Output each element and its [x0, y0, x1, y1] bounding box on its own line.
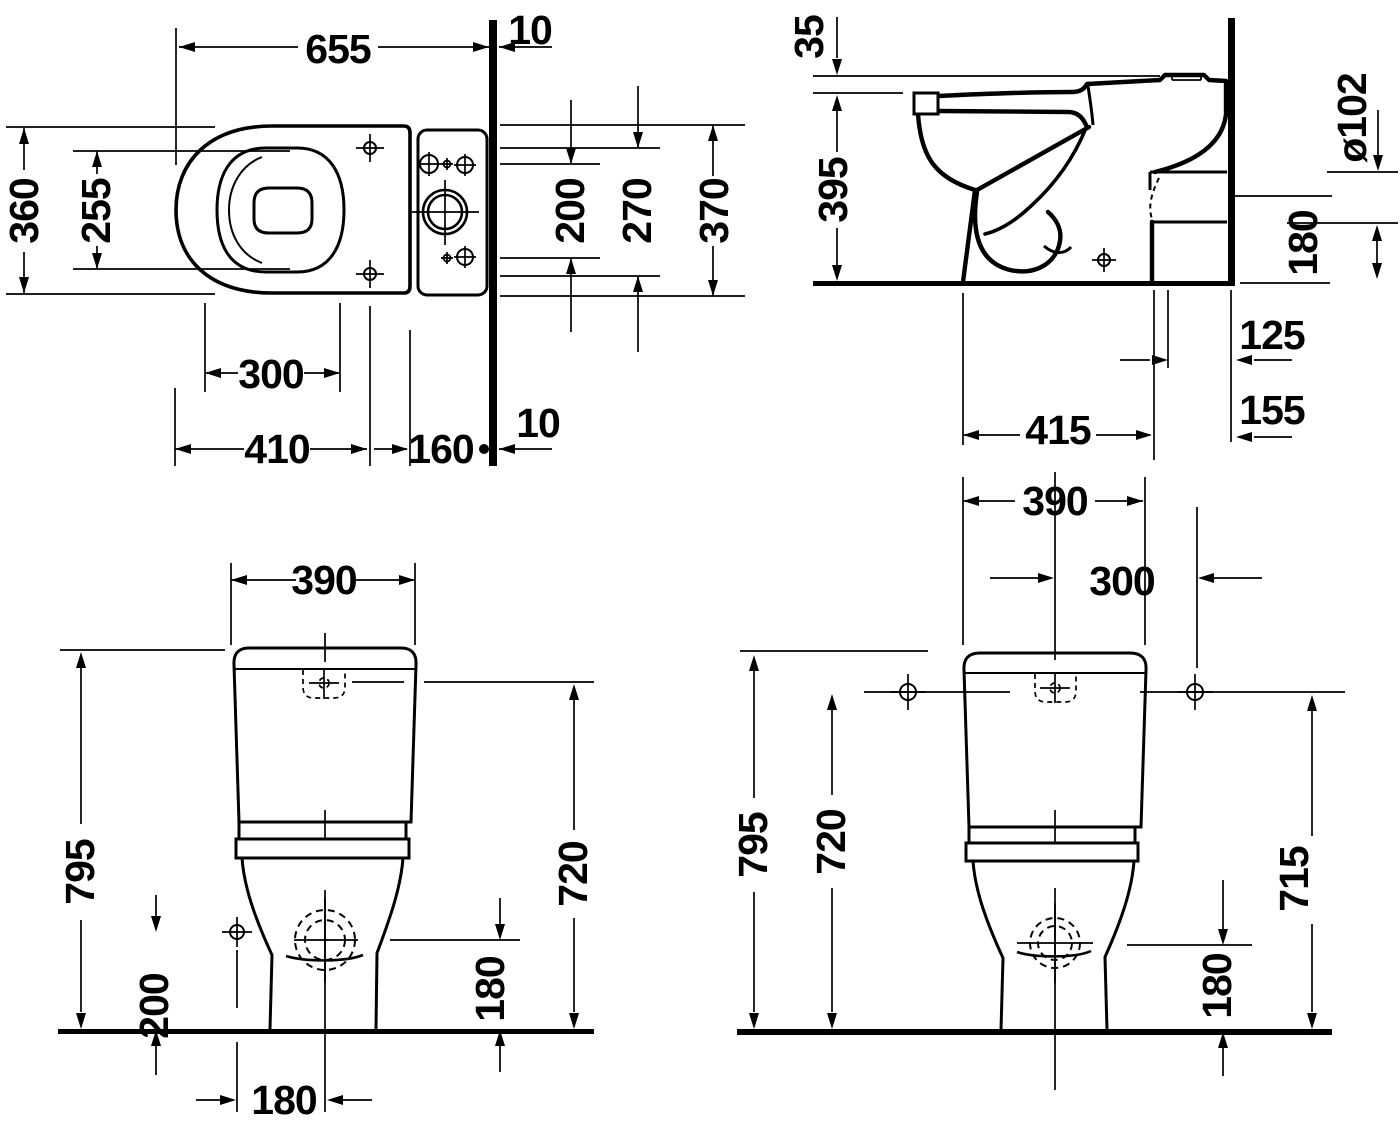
- side-trap-curl: [1043, 244, 1073, 254]
- dim-front-total-height: 795: [57, 839, 103, 905]
- front-flush-button-crosshair: [309, 668, 339, 699]
- front-outlet-crosshair: [294, 898, 358, 982]
- side-sump-curve: [972, 189, 1063, 274]
- side-floor: [813, 281, 1235, 286]
- rear-view: 390 300 795 720 715 180: [730, 472, 1345, 1090]
- rear-flush-button-crosshair: [1040, 673, 1070, 703]
- side-cistern-front-face: [1086, 85, 1095, 126]
- dim-front-outlet-centre-height: 180: [467, 956, 513, 1022]
- dim-side-offset-lower: 155: [1239, 387, 1305, 433]
- rear-floor: [737, 1029, 1332, 1035]
- front-side-fixing-crosshair: [222, 917, 252, 947]
- front-joint-band-lower: [234, 837, 411, 860]
- plan-dimension-lines: [6, 28, 745, 466]
- side-outlet-pipe: [1148, 170, 1227, 224]
- side-outlet-dashed-arc: [1149, 177, 1160, 220]
- dim-side-outlet-diameter: ø102: [1329, 73, 1375, 163]
- side-fixing-crosshair: [1092, 248, 1116, 272]
- front-view: 390 795 200 180 720 180: [57, 557, 596, 1123]
- dim-front-cistern-rim-height: 720: [550, 841, 596, 907]
- rear-joint-band-upper: [967, 825, 1137, 845]
- dim-plan-total-depth: 360: [1, 178, 47, 244]
- dim-plan-wall-gap-top: 10: [508, 7, 552, 53]
- plan-seat-ring: [215, 146, 346, 274]
- side-lid-recess: [1171, 75, 1202, 81]
- front-joint-band-upper: [237, 820, 408, 841]
- side-seat-bumper: [912, 91, 940, 116]
- side-dimension-lines: [813, 17, 1398, 460]
- dim-side-outlet-height: 180: [1280, 210, 1326, 276]
- dim-plan-seat-inner-width: 255: [73, 178, 119, 244]
- rear-joint-band-lower: [964, 841, 1140, 863]
- front-cistern-outline: [232, 646, 418, 824]
- dim-side-front-to-outlet: 415: [1025, 407, 1091, 453]
- front-flush-button-outline: [302, 670, 346, 699]
- dim-rear-fixing-line-height: 720: [808, 809, 854, 875]
- rear-outlet-chord: [1016, 949, 1092, 958]
- front-floor: [58, 1029, 594, 1034]
- side-view: 35 395 ø102 180 125 155 415: [786, 15, 1398, 460]
- dim-side-rim-height: 395: [810, 157, 856, 223]
- dim-rear-outlet-centre-height: 180: [1194, 953, 1240, 1019]
- dim-rear-total-height: 795: [730, 812, 776, 878]
- dim-plan-cistern-hole-spacing: 200: [547, 178, 593, 244]
- dim-plan-front-to-fixing: 410: [244, 426, 310, 472]
- plan-deck-hole-crosshairs: [356, 134, 384, 288]
- dim-front-side-fixing-height: 200: [131, 973, 177, 1039]
- side-upper-outline: [935, 72, 1229, 175]
- plan-wall-reference-dot: [479, 444, 489, 454]
- dim-plan-cistern-depth: 160: [408, 426, 474, 472]
- dim-rear-cistern-width: 390: [1022, 478, 1088, 524]
- front-dimension-lines: [60, 563, 594, 1112]
- plan-drain-opening: [252, 186, 314, 235]
- plan-view: 655 10 360 255 200 270 370 300 410 160 1…: [1, 7, 745, 472]
- rear-dimension-lines: [740, 472, 1345, 1090]
- side-deck-slope: [974, 124, 1092, 193]
- dim-side-lid-step: 35: [786, 15, 832, 59]
- dim-plan-depth-incl-wall: 370: [691, 178, 737, 244]
- rear-flush-button-outline: [1034, 674, 1077, 703]
- dim-side-offset-upper: 125: [1239, 312, 1305, 358]
- dim-plan-seat-cutout-length: 300: [238, 351, 304, 397]
- dim-plan-wall-gap-bottom: 10: [516, 400, 560, 446]
- dim-plan-fixing-hole-spacing: 270: [614, 178, 660, 244]
- side-inner-bowl-back: [983, 126, 1088, 236]
- plan-seat-inner-edge: [227, 156, 263, 264]
- side-wall: [1228, 18, 1235, 283]
- side-front-profile: [915, 111, 978, 285]
- dim-rear-side-fixing-height: 715: [1271, 846, 1317, 912]
- rear-cistern-outline: [962, 651, 1148, 829]
- front-bowl-sides: [240, 857, 405, 1030]
- plan-wall: [489, 20, 497, 466]
- plan-bowl-outline: [174, 124, 412, 295]
- dim-front-cistern-width: 390: [291, 557, 357, 603]
- dim-plan-total-width: 655: [305, 26, 371, 72]
- plan-cistern-crosshairs: [412, 152, 479, 268]
- dim-front-fixing-to-centre: 180: [251, 1077, 317, 1123]
- side-seat-underside: [935, 108, 1089, 128]
- rear-bowl-sides: [971, 860, 1136, 1031]
- dim-rear-centre-to-fixing: 300: [1089, 558, 1155, 604]
